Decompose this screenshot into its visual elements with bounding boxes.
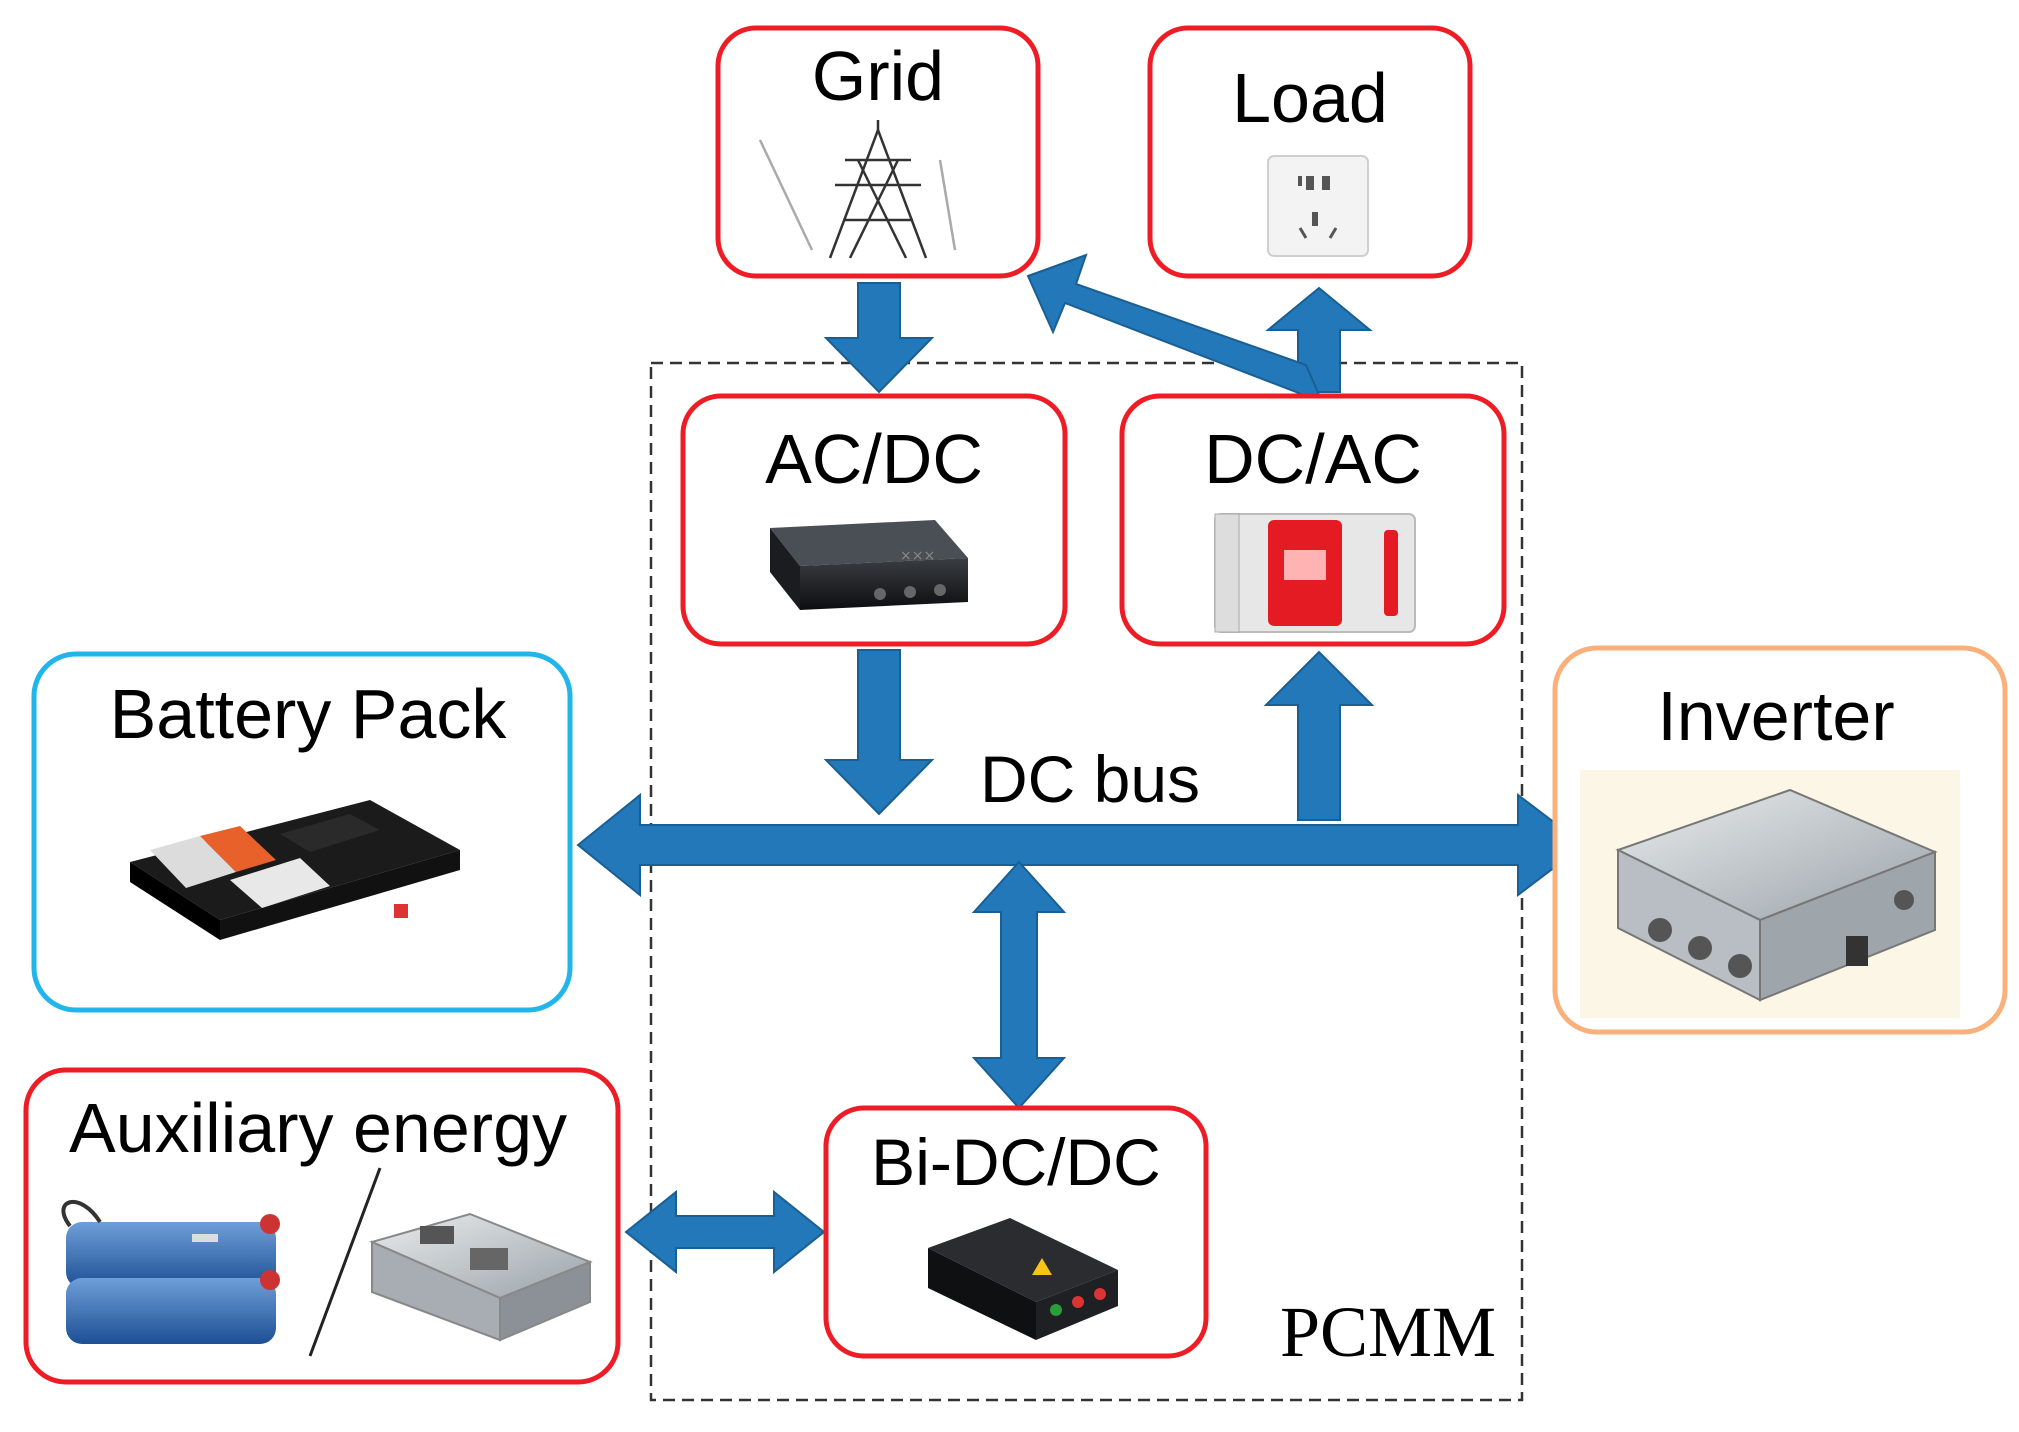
wall-socket-icon [1267,155,1369,257]
aux-divider [308,1167,382,1357]
bidcdc-node: Bi-DC/DC [823,1105,1209,1359]
dcac-to-load-arrow [1265,286,1373,393]
bidcdc-label: Bi-DC/DC [871,1125,1161,1199]
inverter-node: Inverter [1552,645,2008,1035]
dcac-node: DC/AC [1119,393,1507,647]
grid-label: Grid [812,37,944,115]
acdc-label: AC/DC [765,420,983,498]
battery-label: Battery Pack [110,675,508,753]
bus-to-bidcdc-arrow [971,860,1067,1110]
dcac-converter-icon [1214,513,1416,633]
load-node: Load [1147,25,1473,279]
dcac-to-grid-arrow [1026,253,1324,404]
inverter-unit-icon [1580,770,1960,1018]
transmission-tower-icon [758,120,957,259]
acdc-to-bus-arrow [823,649,935,816]
auxiliary-node: Auxiliary energy [23,1067,621,1385]
battery-node: Battery Pack [31,651,573,1013]
bidirectional-converter-icon [928,1218,1118,1340]
supercapacitor-icon [61,1199,280,1344]
auxiliary-label: Auxiliary energy [69,1089,567,1167]
dcac-label: DC/AC [1204,420,1422,498]
grid-to-acdc-arrow [823,282,935,394]
aux-to-bidcdc-arrow [624,1189,826,1275]
dc-bus-label: DC bus [980,742,1200,816]
fuel-cell-icon [369,1212,593,1342]
grid-node: Grid [715,25,1041,279]
svg-text:×××: ××× [900,548,935,564]
bus-to-dcac-arrow [1263,650,1375,821]
pcmm-label: PCMM [1280,1292,1496,1372]
load-label: Load [1232,59,1388,137]
battery-pack-icon [130,800,460,940]
converter-box-icon: ××× [770,520,968,610]
arrows [576,253,1586,1275]
acdc-node: AC/DC ××× [680,393,1068,647]
inverter-label: Inverter [1657,677,1894,755]
